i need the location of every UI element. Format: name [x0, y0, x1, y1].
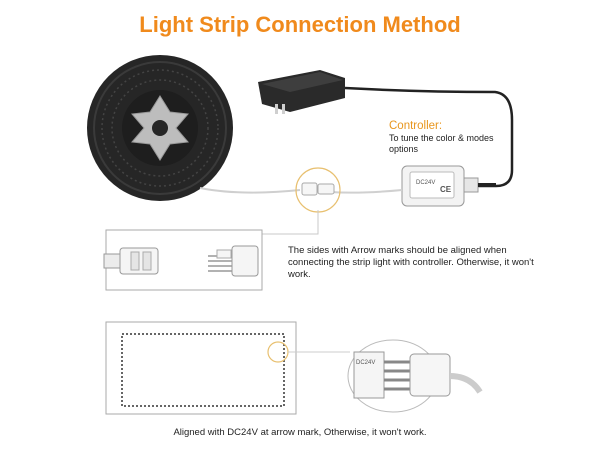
svg-text:CE: CE	[440, 185, 452, 194]
connector-detail-box	[103, 229, 263, 291]
strip-layout-box	[105, 321, 350, 415]
svg-text:DC24V: DC24V	[356, 360, 375, 366]
connector-enlarged: DC24V	[347, 339, 483, 413]
svg-text:DC24V: DC24V	[416, 180, 435, 186]
controller-description: To tune the color & modes options	[389, 133, 494, 154]
led-strip-reel	[87, 55, 301, 201]
controller-label: Controller:	[389, 120, 443, 132]
page-title: Light Strip Connection Method	[139, 12, 461, 37]
cable-connector	[210, 167, 341, 235]
bottom-note: Aligned with DC24V at arrow mark, Otherw…	[173, 427, 427, 438]
power-adapter	[258, 70, 514, 188]
connector-note: The sides with Arrow marks should be ali…	[288, 245, 534, 280]
controller-box: DC24V CE	[329, 165, 496, 207]
